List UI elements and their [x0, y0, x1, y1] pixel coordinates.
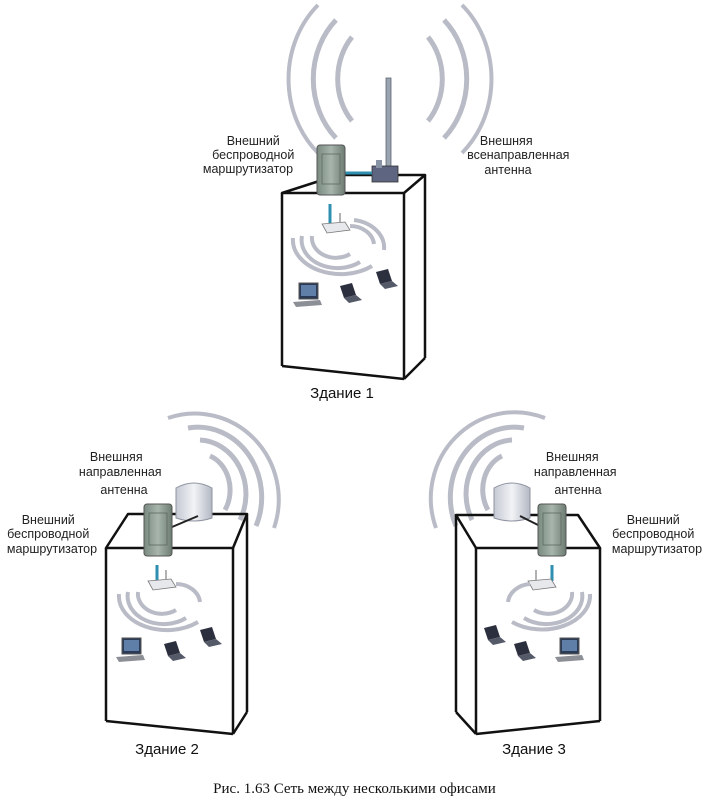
building-1: Внешний беспроводной маршрутизатор Внешн… [203, 3, 573, 402]
laptop [164, 641, 186, 661]
indoor-waves [116, 581, 202, 633]
router-label: Внешний беспроводной маршрутизатор [203, 134, 298, 176]
laptop [200, 627, 222, 647]
building-label: Здание 3 [502, 741, 566, 758]
indoor-waves [506, 582, 593, 632]
building-label: Здание 1 [310, 385, 374, 402]
building-2: Внешняя направленная антенна Внешний бес… [7, 411, 281, 758]
indoor-waves [290, 218, 387, 277]
wireless-router [316, 144, 346, 196]
wireless-router [143, 503, 173, 557]
laptop [340, 283, 362, 303]
laptop [514, 641, 536, 661]
building-3-outline [454, 513, 602, 736]
antenna-label: Внешняя направленная антенна [534, 450, 620, 497]
antenna-label: Внешняя всенаправленная антенна [467, 134, 573, 177]
wireless-router [537, 503, 567, 557]
building-2-outline [104, 512, 249, 736]
access-point [147, 565, 177, 591]
directional-antenna-waves [428, 410, 546, 529]
desktop-computer [116, 637, 145, 662]
panel-antenna [493, 482, 541, 527]
router-label: Внешний беспроводной маршрутизатор [7, 513, 97, 556]
building-1-outline [280, 173, 427, 381]
directional-antenna-waves [167, 411, 281, 529]
laptop [376, 269, 398, 289]
omni-antenna-waves [286, 3, 494, 155]
omni-antenna [371, 77, 399, 183]
access-point [527, 565, 557, 591]
building-3: Внешняя направленная антенна Внешний бес… [428, 410, 702, 758]
router-label: Внешний беспроводной маршрутизатор [612, 513, 702, 556]
desktop-computer [555, 637, 584, 662]
building-label: Здание 2 [135, 741, 199, 758]
panel-antenna [171, 482, 213, 528]
figure-caption: Рис. 1.63 Сеть между несколькими офисами [213, 781, 496, 797]
antenna-label: Внешняя направленная антенна [79, 450, 165, 497]
access-point [321, 204, 351, 234]
laptop [484, 625, 506, 645]
desktop-computer [293, 282, 322, 307]
